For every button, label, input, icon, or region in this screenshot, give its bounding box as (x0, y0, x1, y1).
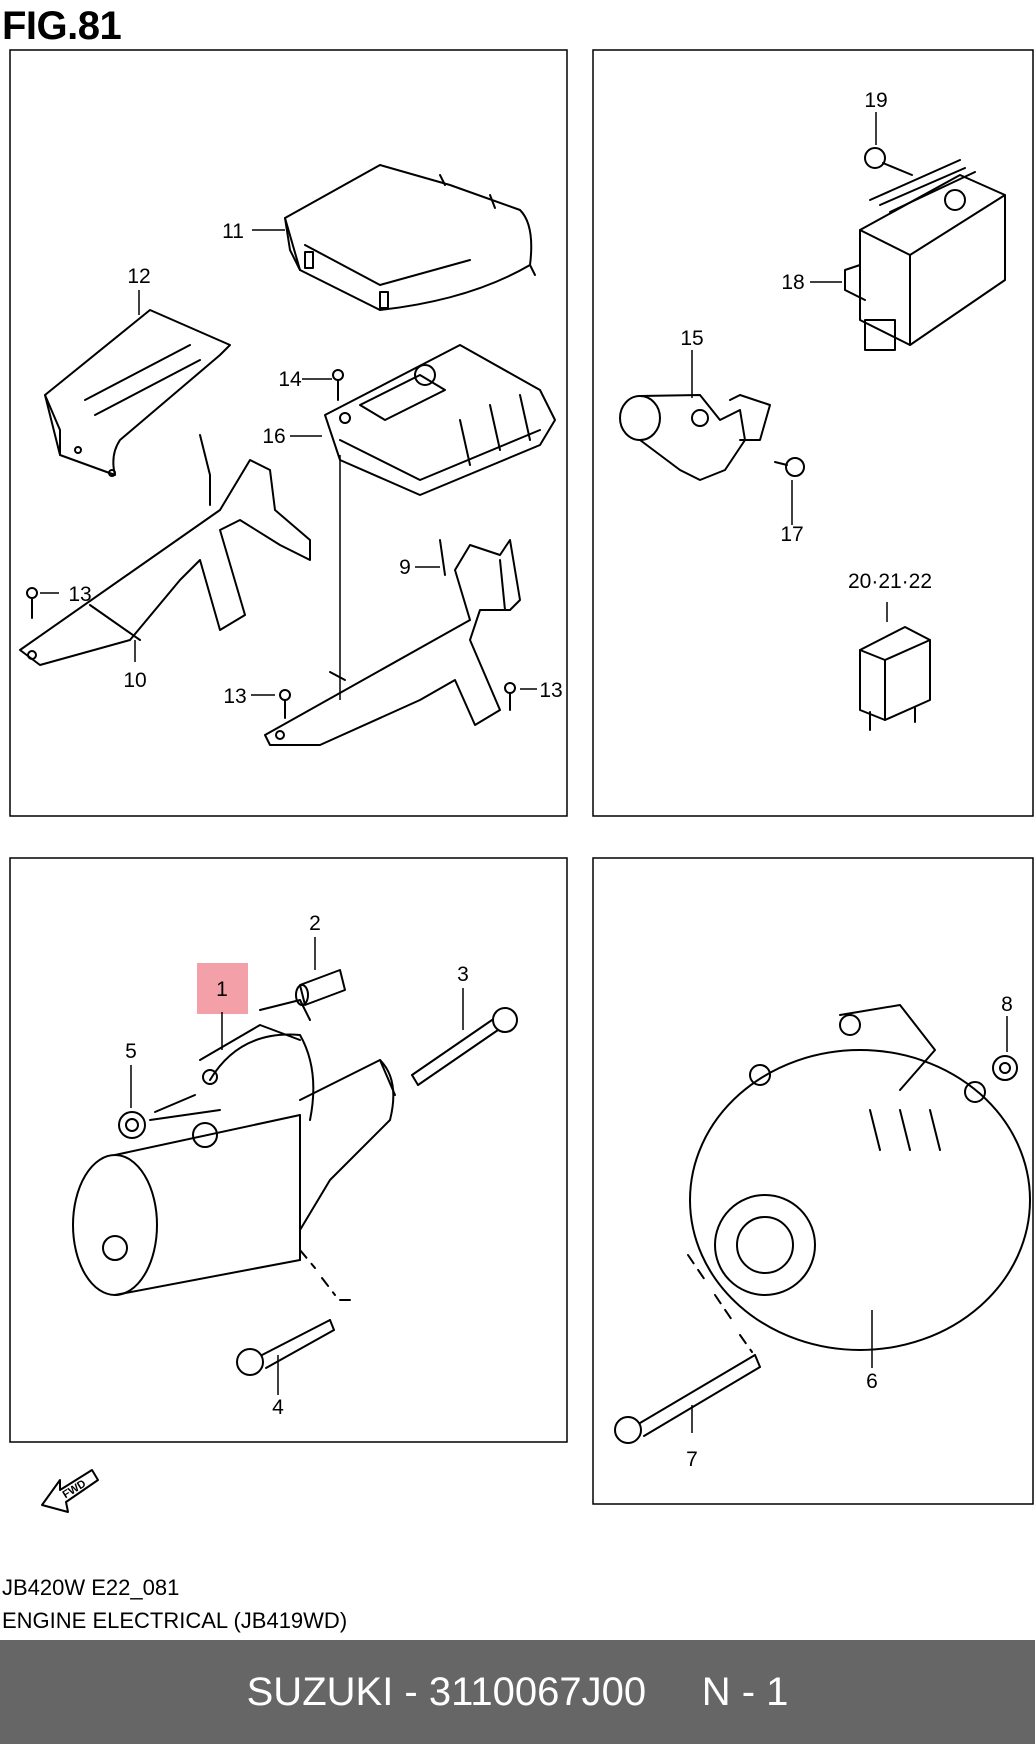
fwd-arrow-icon (41, 1469, 99, 1513)
bolt-7-illustration (614, 1254, 761, 1444)
callout-1: 1 (216, 978, 228, 1001)
panel-starter (9, 857, 568, 1443)
callout-11: 11 (222, 220, 244, 243)
diagram-code: JB420W E22_081 (2, 1575, 180, 1600)
lower-bracket-right-illustration (264, 539, 521, 746)
callout-10: 10 (123, 669, 146, 692)
panel-ecu (9, 49, 568, 817)
callout-7: 7 (686, 1448, 698, 1471)
callout-13a: 13 (68, 583, 91, 606)
callout-16: 16 (262, 425, 285, 448)
sleeve-2-illustration (295, 969, 346, 1006)
lower-bracket-left-illustration (19, 434, 311, 666)
starter-motor-illustration (72, 999, 396, 1296)
bolt-4-illustration (236, 1249, 351, 1376)
nut-8-illustration (992, 1055, 1018, 1081)
bolt-14-illustration (332, 369, 344, 401)
callout-13b: 13 (223, 685, 246, 708)
ecu-cover-illustration (284, 164, 536, 311)
alternator-illustration (689, 1004, 1031, 1351)
callout-20-21-22: 20·21·22 (848, 570, 932, 593)
callout-18: 18 (781, 271, 804, 294)
bolt-3-illustration (411, 1007, 518, 1086)
diagram-section-name: ENGINE ELECTRICAL (JB419WD) (2, 1608, 348, 1633)
callout-14: 14 (278, 368, 302, 391)
footer-page: N - 1 (701, 1669, 789, 1714)
bolt-17-illustration (774, 457, 805, 477)
footer-spacer (646, 1670, 702, 1715)
callout-8: 8 (1001, 993, 1013, 1016)
footer-bar: SUZUKI - 3110067J00 N - 1 (0, 1640, 1035, 1744)
callout-1-highlight (197, 963, 248, 1014)
callout-17: 17 (780, 523, 803, 546)
bolt-19-illustration (864, 147, 913, 176)
callout-3: 3 (457, 963, 469, 986)
callout-13c: 13 (539, 679, 562, 702)
callout-4: 4 (272, 1396, 284, 1419)
callout-6: 6 (866, 1370, 878, 1393)
bracket-plate-illustration (44, 309, 231, 477)
parts-diagram: 11 12 14 16 9 13 10 13 13 19 18 15 17 20… (9, 49, 1034, 1513)
figure-title: FIG.81 (2, 4, 122, 48)
relay-20-21-22-illustration (859, 626, 931, 731)
callout-15: 15 (680, 327, 703, 350)
callout-12: 12 (127, 265, 150, 288)
sensor-15-illustration (619, 394, 771, 481)
panel-sensors (592, 49, 1034, 817)
relay-18-illustration (844, 159, 1006, 351)
callout-5: 5 (125, 1040, 137, 1063)
panel-alternator (592, 857, 1034, 1505)
callout-19: 19 (864, 89, 887, 112)
nut-5-illustration (118, 1094, 196, 1139)
callout-2: 2 (309, 912, 321, 935)
footer-part-number: SUZUKI - 3110067J00 (246, 1669, 647, 1714)
ecu-unit-illustration (324, 344, 556, 496)
bolt-13-illustration (26, 587, 516, 719)
callout-9: 9 (399, 556, 411, 579)
